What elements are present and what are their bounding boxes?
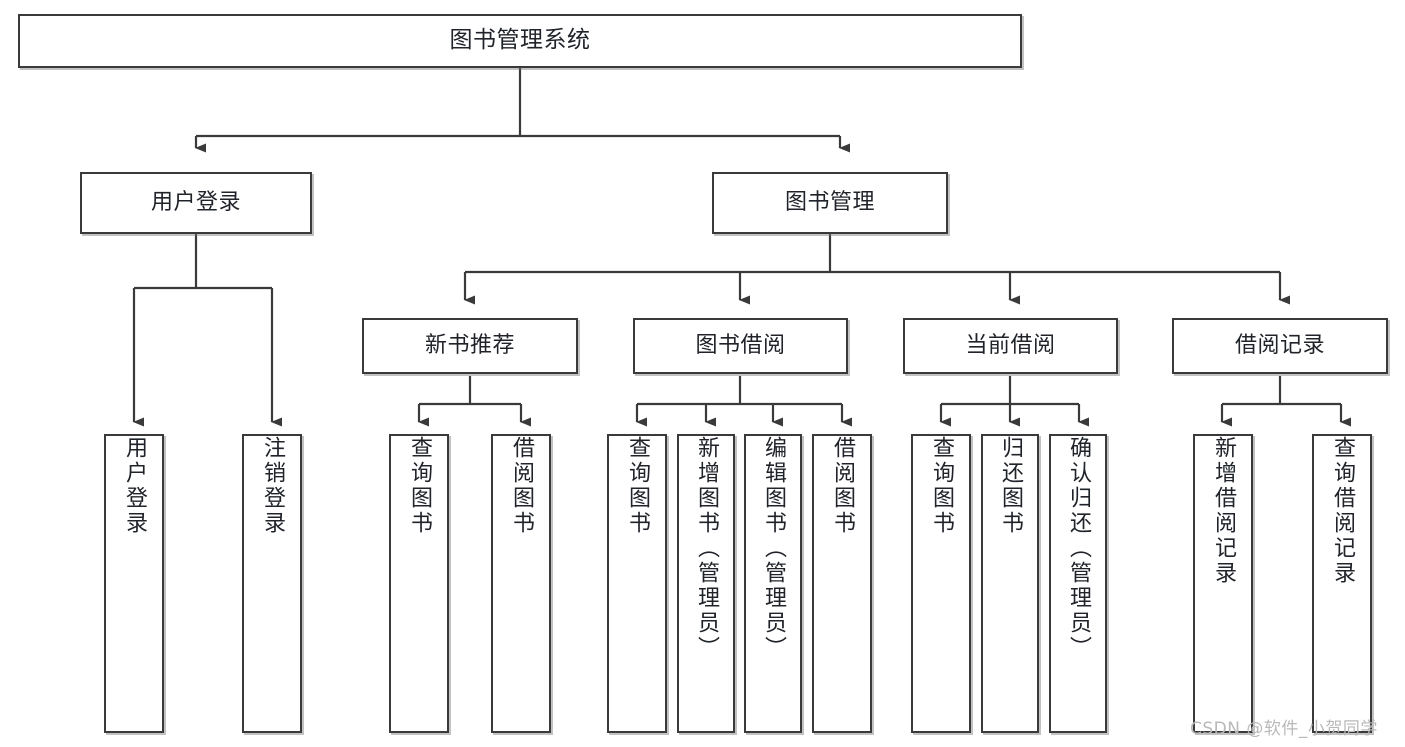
leaf-book-borrow-edit-book-admin[interactable]: 编辑图书（管理员） [744,434,802,733]
node-label: 借阅图书 [830,436,855,536]
node-root-book-management-system[interactable]: 图书管理系统 [18,14,1022,68]
leaf-borrow-record-query-record[interactable]: 查询借阅记录 [1312,434,1372,733]
node-label: 新书推荐 [424,333,515,359]
node-label: 注销登录 [260,436,285,536]
leaf-current-borrow-confirm-return-admin[interactable]: 确认归还（管理员） [1049,434,1107,733]
node-label: 借阅图书 [509,436,534,536]
leaf-book-borrow-add-book-admin[interactable]: 新增图书（管理员） [677,434,735,733]
node-label: 借阅记录 [1234,333,1325,359]
node-user-login[interactable]: 用户登录 [80,172,312,234]
node-borrow-record[interactable]: 借阅记录 [1172,318,1388,374]
node-label: 确认归还（管理员） [1066,436,1091,661]
node-new-book-recommend[interactable]: 新书推荐 [362,318,578,374]
node-book-borrow[interactable]: 图书借阅 [633,318,848,374]
node-book-management[interactable]: 图书管理 [712,172,948,234]
leaf-new-book-query-book[interactable]: 查询图书 [389,434,449,733]
leaf-user-login-logout[interactable]: 注销登录 [242,434,302,733]
node-label: 编辑图书（管理员） [761,436,786,661]
node-label: 新增借阅记录 [1211,436,1236,586]
node-label: 图书借阅 [695,333,786,359]
leaf-current-borrow-query-book[interactable]: 查询图书 [911,434,971,733]
node-label: 图书管理系统 [449,27,591,54]
node-label: 新增图书（管理员） [694,436,719,661]
node-label: 查询借阅记录 [1330,436,1355,586]
node-label: 查询图书 [625,436,650,536]
node-label: 查询图书 [929,436,954,536]
leaf-book-borrow-query-book[interactable]: 查询图书 [607,434,667,733]
node-label: 归还图书 [998,436,1023,536]
leaf-current-borrow-return-book[interactable]: 归还图书 [981,434,1039,733]
leaf-book-borrow-borrow-book[interactable]: 借阅图书 [812,434,872,733]
node-current-borrow[interactable]: 当前借阅 [903,318,1118,374]
leaf-borrow-record-add-record[interactable]: 新增借阅记录 [1193,434,1253,733]
leaf-user-login-login[interactable]: 用户登录 [104,434,164,733]
node-label: 查询图书 [407,436,432,536]
node-label: 当前借阅 [965,333,1056,359]
node-label: 用户登录 [150,190,241,216]
leaf-new-book-borrow-book[interactable]: 借阅图书 [491,434,551,733]
node-label: 用户登录 [122,436,147,536]
csdn-watermark: CSDN @软件_小贺同学 [1190,719,1378,739]
node-label: 图书管理 [784,190,875,216]
